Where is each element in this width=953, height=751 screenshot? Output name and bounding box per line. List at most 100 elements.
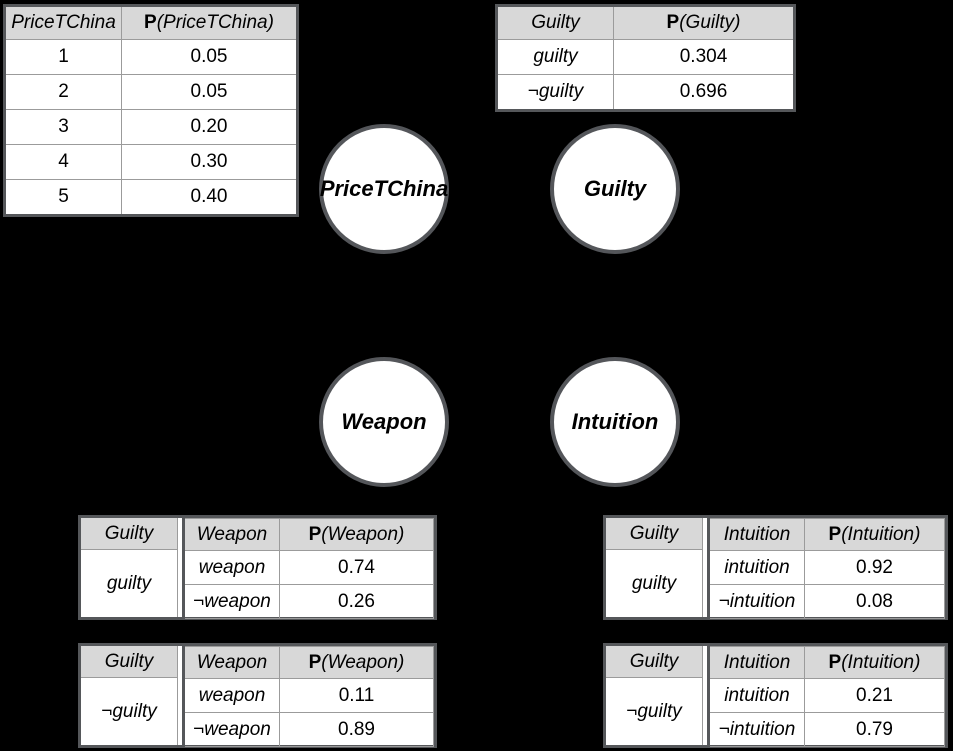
- column-gap: [178, 518, 182, 617]
- column-header-weapon: Weapon: [183, 646, 280, 679]
- cpt-intuition-given-not-guilty: Guilty ¬guilty Intuition P(Intuition) in…: [603, 643, 948, 748]
- value-cell: ¬intuition: [708, 712, 805, 747]
- header-label: Guilty: [104, 522, 154, 544]
- prob-cell: 0.89: [279, 712, 434, 747]
- column-gap: [703, 518, 707, 617]
- prob-cell: 0.21: [804, 678, 945, 713]
- p-argument: (PriceTChina): [156, 12, 274, 33]
- header-label: Weapon: [196, 523, 268, 545]
- column-header-p-intuition: P(Intuition): [804, 518, 945, 551]
- node-label: PriceTChina: [319, 176, 449, 201]
- column-gap: [703, 646, 707, 745]
- condition-column: Guilty guilty: [606, 518, 703, 617]
- prob-cell: 0.20: [121, 109, 298, 145]
- prob-cell: 0.08: [804, 584, 945, 619]
- prob-cell: 0.92: [804, 550, 945, 585]
- header-label: Intuition: [723, 523, 791, 545]
- node-weapon: Weapon: [319, 357, 449, 487]
- prob-cell: 0.696: [613, 74, 795, 111]
- cpt-intuition-given-guilty: Guilty guilty Intuition P(Intuition) int…: [603, 515, 948, 620]
- column-header-guilty: Guilty: [606, 646, 702, 678]
- p-argument: (Intuition): [841, 651, 921, 673]
- header-label: Guilty: [629, 650, 679, 672]
- condition-value: ¬guilty: [81, 678, 177, 745]
- value-cell: intuition: [708, 550, 805, 585]
- column-header-guilty: Guilty: [496, 5, 614, 40]
- p-symbol: P: [144, 12, 157, 33]
- prob-cell: 0.79: [804, 712, 945, 747]
- node-label: Weapon: [341, 409, 427, 434]
- p-argument: (Weapon): [321, 651, 405, 673]
- column-header-intuition: Intuition: [708, 646, 805, 679]
- column-gap: [178, 646, 182, 745]
- p-argument: (Guilty): [679, 12, 741, 33]
- p-symbol: P: [666, 12, 680, 33]
- node-label: Guilty: [583, 176, 647, 201]
- prob-cell: 0.40: [121, 179, 298, 216]
- header-label: Guilty: [629, 522, 679, 544]
- condition-value: guilty: [81, 550, 177, 617]
- p-argument: (Weapon): [321, 523, 405, 545]
- header-row: PriceTChina P(PriceTChina): [4, 5, 298, 40]
- condition-column: Guilty ¬guilty: [81, 646, 178, 745]
- value-cell: guilty: [496, 39, 614, 75]
- prob-cell: 0.304: [613, 39, 795, 75]
- column-header-pricetchina: PriceTChina: [4, 5, 122, 40]
- header-row: Intuition P(Intuition): [708, 518, 945, 551]
- value-cell: ¬guilty: [496, 74, 614, 111]
- node-guilty: Guilty: [550, 124, 680, 254]
- value-label: guilty: [106, 572, 152, 594]
- column-header-intuition: Intuition: [708, 518, 805, 551]
- condition-column: Guilty guilty: [81, 518, 178, 617]
- value-cell: ¬weapon: [183, 584, 280, 619]
- prob-cell: 0.05: [121, 39, 298, 75]
- value-cell: weapon: [183, 678, 280, 713]
- header-row: Intuition P(Intuition): [708, 646, 945, 679]
- p-symbol: P: [828, 651, 842, 673]
- value-cell: ¬intuition: [708, 584, 805, 619]
- header-row: Weapon P(Weapon): [183, 646, 434, 679]
- condition-value: guilty: [606, 550, 702, 617]
- prob-cell: 0.26: [279, 584, 434, 619]
- condition-value: ¬guilty: [606, 678, 702, 745]
- condition-column: Guilty ¬guilty: [606, 646, 703, 745]
- header-label: Guilty: [104, 650, 154, 672]
- column-header-p-guilty: P(Guilty): [613, 5, 795, 40]
- column-header-guilty: Guilty: [81, 646, 177, 678]
- value-cell: 2: [4, 74, 122, 110]
- header-label: Guilty: [531, 12, 580, 33]
- node-label: Intuition: [571, 409, 659, 434]
- p-symbol: P: [308, 523, 322, 545]
- value-cell: intuition: [708, 678, 805, 713]
- node-intuition: Intuition: [550, 357, 680, 487]
- column-header-p-weapon: P(Weapon): [279, 646, 434, 679]
- prob-cell: 0.74: [279, 550, 434, 585]
- prob-cell: 0.30: [121, 144, 298, 180]
- value-cell: ¬weapon: [183, 712, 280, 747]
- column-header-p-intuition: P(Intuition): [804, 646, 945, 679]
- p-symbol: P: [828, 523, 842, 545]
- header-label: Intuition: [723, 651, 791, 673]
- header-label: Weapon: [196, 651, 268, 673]
- p-argument: (Intuition): [841, 523, 921, 545]
- node-pricetchina: PriceTChina: [319, 124, 449, 254]
